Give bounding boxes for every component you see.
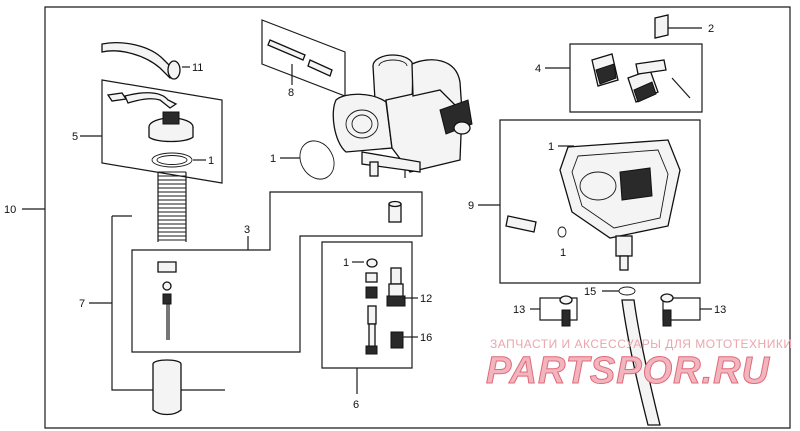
- choke-cap-group-5: [80, 79, 223, 184]
- throttle-valve-group-3-7: [89, 191, 423, 416]
- label-1-jet: 1: [343, 257, 349, 269]
- label-13-right: 13: [714, 304, 726, 316]
- watermark-logo: PARTSPOR.RU: [486, 350, 771, 392]
- label-8: 8: [288, 87, 294, 99]
- carburetor-body: [332, 54, 473, 178]
- spring: [157, 171, 187, 242]
- label-6: 6: [353, 399, 359, 411]
- label-4: 4: [535, 63, 541, 75]
- float-pin-part-2: [654, 14, 702, 39]
- pilot-screw-box-8: [261, 19, 346, 97]
- assembly-10-frame: [44, 6, 791, 429]
- label-1-chamber: 1: [548, 141, 554, 153]
- label-12: 12: [420, 293, 432, 305]
- float-chamber-gasket: [280, 140, 335, 180]
- float-chamber-box-9: [478, 119, 701, 284]
- drain-tube-part-15: [602, 286, 661, 426]
- float-box-4: [545, 43, 703, 113]
- label-15: 15: [584, 286, 596, 298]
- label-9: 9: [468, 200, 474, 212]
- screw-part-13-left: [530, 295, 578, 327]
- label-16: 16: [420, 332, 432, 344]
- watermark: ЗАПЧАСТИ И АКСЕССУАРЫ ДЛЯ МОТОТЕХНИКИ PA…: [486, 337, 792, 393]
- label-1-cap: 1: [208, 155, 214, 167]
- fuel-hose-part-11: [101, 42, 190, 80]
- label-1-chamber-sub: 1: [560, 247, 566, 259]
- label-5: 5: [72, 131, 78, 143]
- label-10: 10: [4, 204, 16, 216]
- label-7: 7: [79, 298, 85, 310]
- jet-set-group-6: [321, 241, 418, 394]
- watermark-tagline: ЗАПЧАСТИ И АКСЕССУАРЫ ДЛЯ МОТОТЕХНИКИ: [490, 337, 792, 351]
- label-11: 11: [192, 62, 203, 74]
- label-3: 3: [244, 224, 250, 236]
- label-1-gasket: 1: [270, 153, 276, 165]
- label-13-left: 13: [513, 304, 525, 316]
- screw-part-13-right: [660, 293, 712, 327]
- label-2: 2: [708, 23, 714, 35]
